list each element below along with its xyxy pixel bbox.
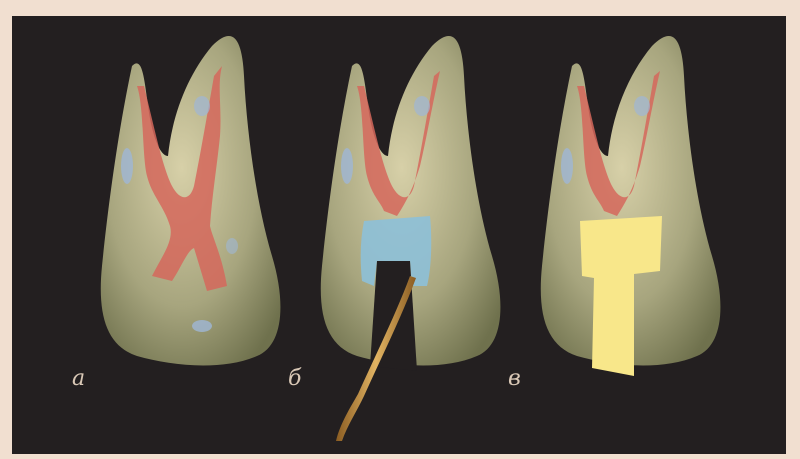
spot-a-1 xyxy=(121,148,133,184)
spot-b-2 xyxy=(341,148,353,184)
spot-c-2 xyxy=(561,148,573,184)
panel-a: а xyxy=(82,16,322,454)
caption-c: в xyxy=(508,366,521,391)
spot-a-3 xyxy=(192,320,212,332)
spot-a-2 xyxy=(194,96,210,116)
panel-c: в xyxy=(522,16,762,454)
figure-frame: а xyxy=(12,16,786,454)
spot-c-1 xyxy=(634,96,650,116)
spot-a-4 xyxy=(226,238,238,254)
caption-b: б xyxy=(288,366,301,391)
tooth-c-illustration xyxy=(522,16,762,454)
caption-a: а xyxy=(72,366,85,391)
tooth-a-illustration xyxy=(82,16,322,454)
tooth-b-illustration xyxy=(302,16,542,454)
spot-b-1 xyxy=(414,96,430,116)
panel-b: б xyxy=(302,16,542,454)
